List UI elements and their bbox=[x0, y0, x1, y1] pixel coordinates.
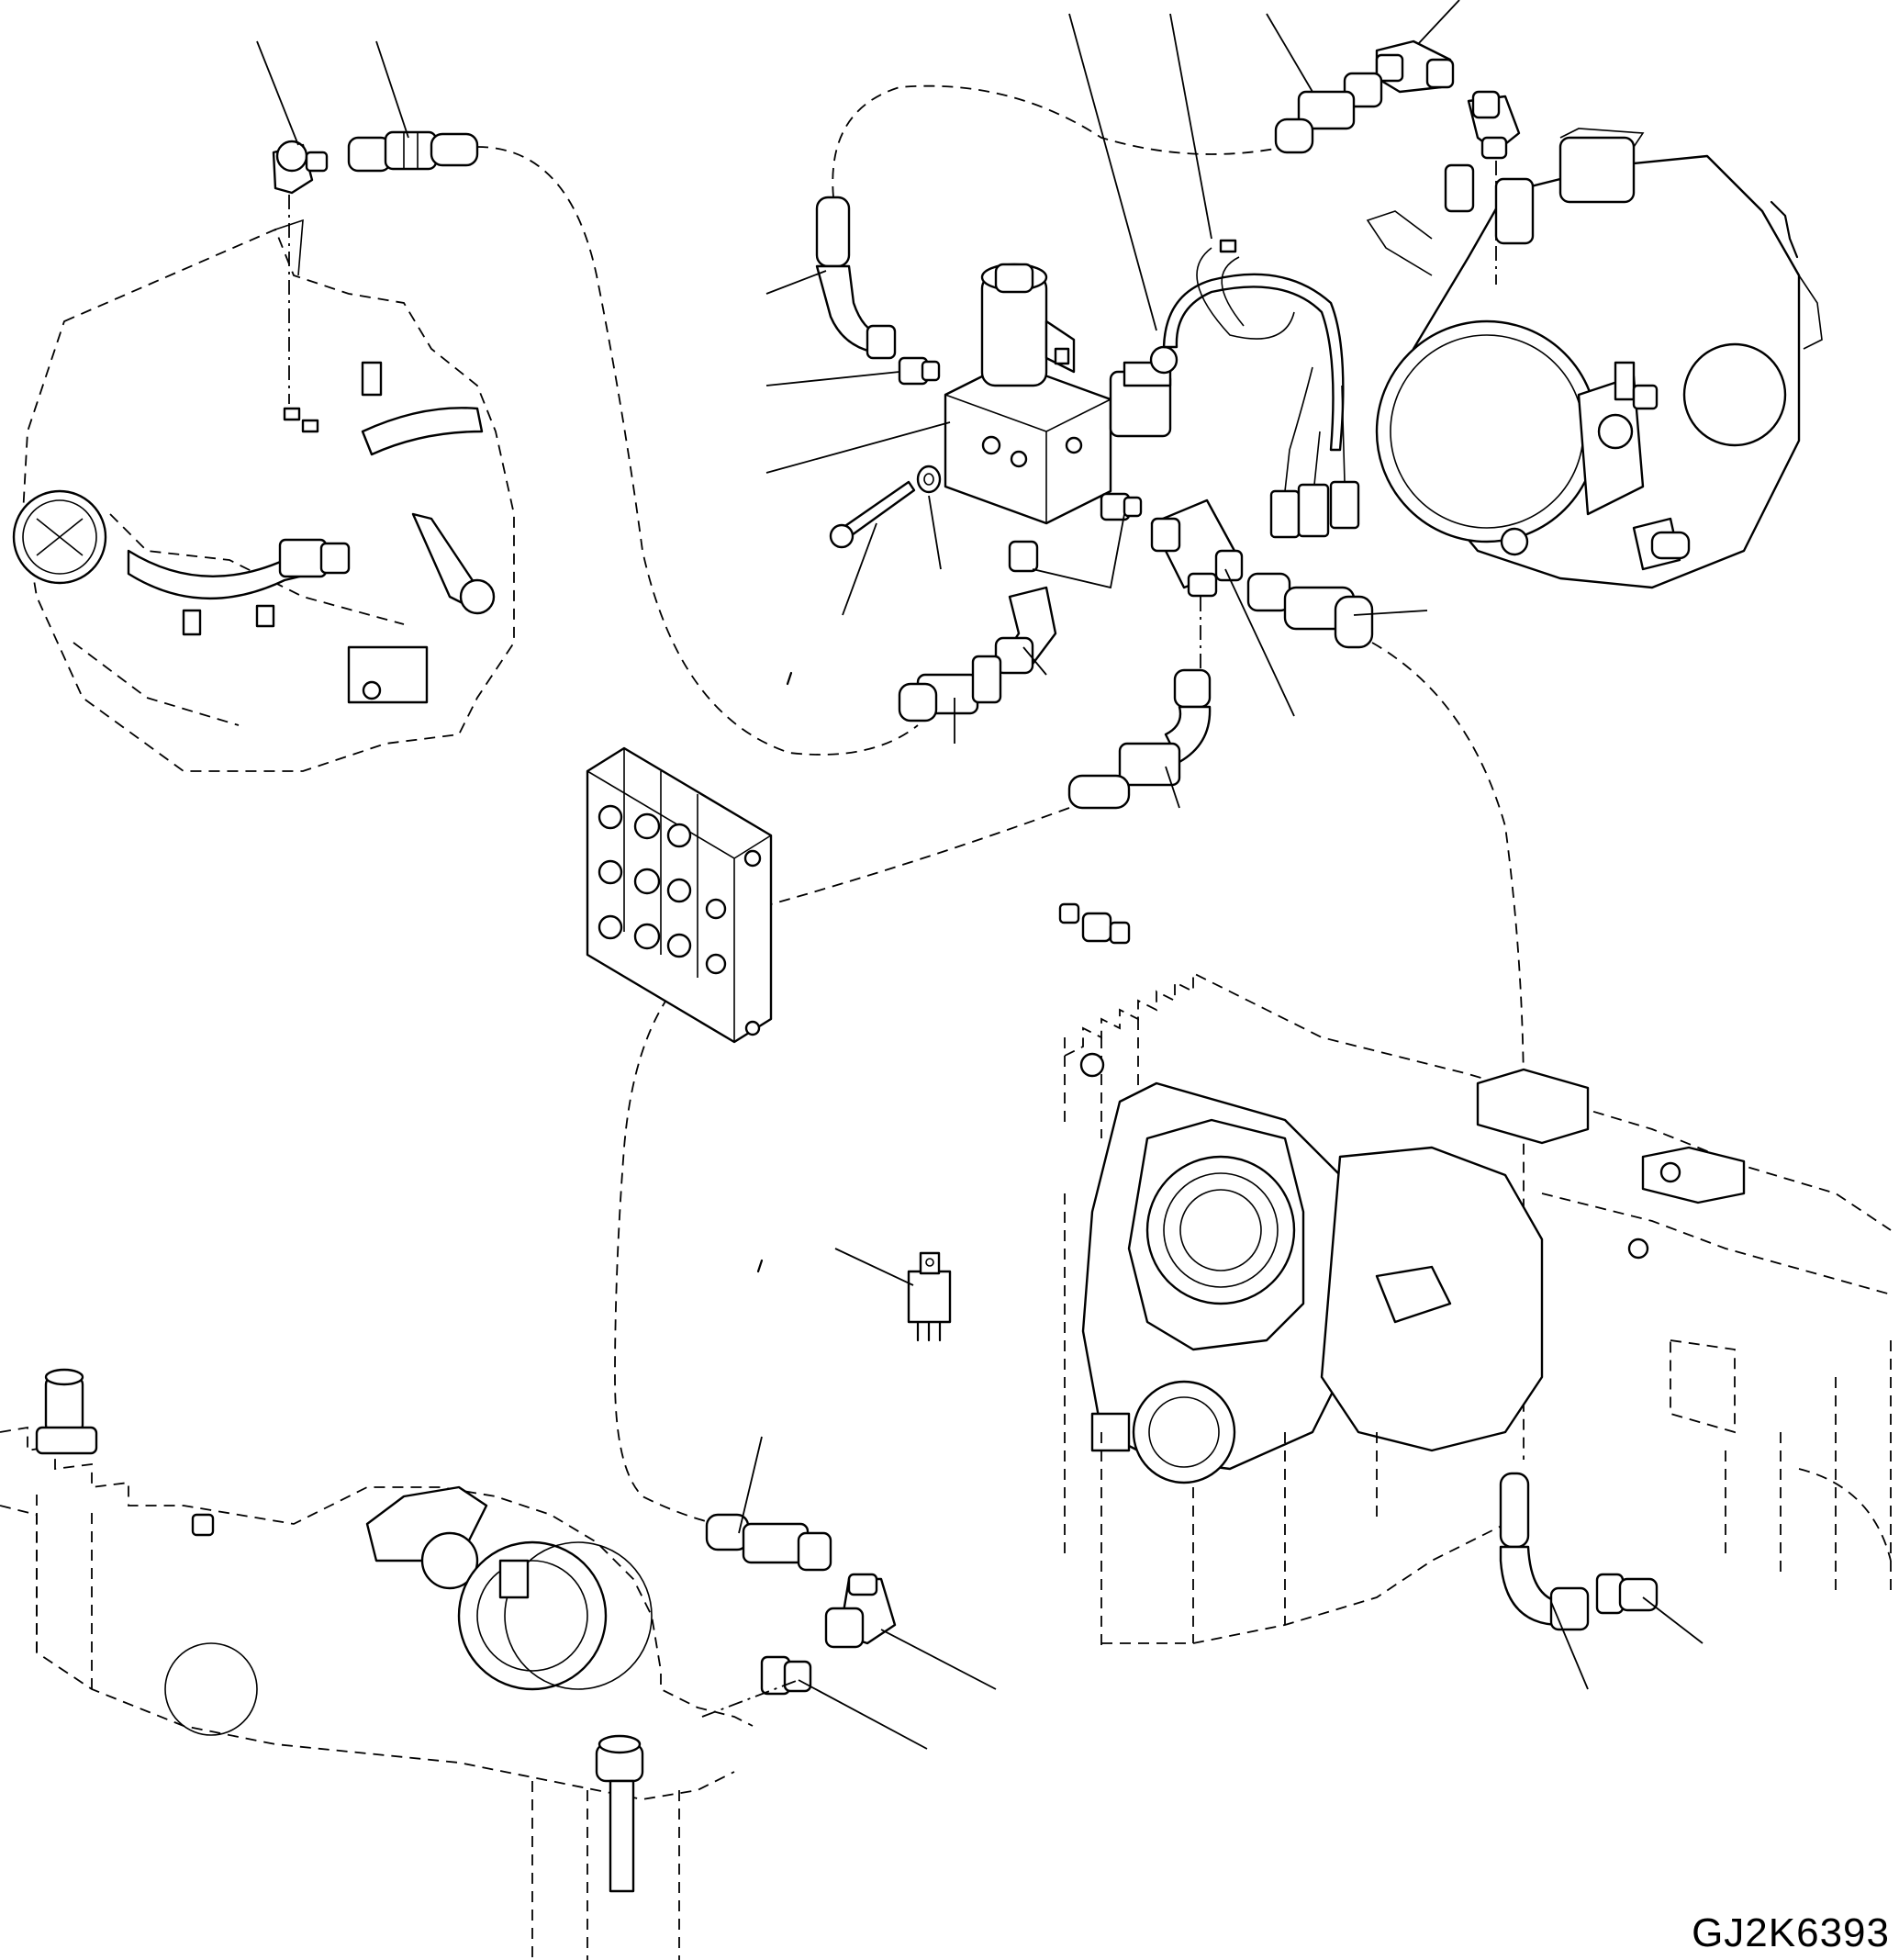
elbow-hose-bottom-right bbox=[1499, 1472, 1590, 1631]
elbow-fitting-center bbox=[994, 586, 1057, 675]
adapter-fitting-bottom-right bbox=[1595, 1573, 1659, 1615]
elbow-fitting-bottom bbox=[824, 1573, 897, 1649]
injection-pump bbox=[1366, 128, 1823, 589]
electrical-connector bbox=[1109, 239, 1360, 539]
transmission-right bbox=[1058, 902, 1892, 1652]
hose-route-down bbox=[614, 981, 717, 1525]
hose-end-bottom bbox=[705, 1513, 832, 1572]
hose-clamp-block bbox=[586, 746, 773, 1044]
tee-fitting-top-right bbox=[1375, 39, 1455, 94]
hose-end-center-left bbox=[898, 655, 1002, 722]
tee-fitting-center bbox=[1150, 498, 1244, 598]
breather-bottom-center bbox=[595, 1734, 644, 1893]
mark-b bbox=[756, 1259, 764, 1273]
engine-housing-left bbox=[12, 218, 515, 772]
elbow-fitting-top-right bbox=[1467, 90, 1521, 160]
mounting-bolt bbox=[829, 480, 916, 549]
elbow-fitting-top-left bbox=[272, 140, 329, 195]
leader-lines bbox=[256, 0, 1704, 1750]
hose-end-top-left bbox=[347, 130, 479, 173]
adapter-fitting-a bbox=[898, 356, 941, 386]
hose-route-left bbox=[476, 146, 919, 756]
adapter-fitting-c bbox=[1008, 540, 1039, 573]
hose-bend-center bbox=[1067, 668, 1212, 810]
drawing-code: GJ2K6393 bbox=[1692, 1910, 1890, 1955]
relay bbox=[907, 1251, 952, 1342]
adapter-fitting-bottom bbox=[760, 1655, 812, 1696]
center-line-bottom bbox=[701, 1679, 799, 1718]
washer bbox=[916, 465, 942, 494]
adapter-fitting-b bbox=[1100, 492, 1143, 521]
mark-a bbox=[786, 671, 793, 686]
filler-cap-bottom-left bbox=[35, 1368, 98, 1455]
hose-end-top-right bbox=[1274, 72, 1383, 154]
solenoid-valve-block bbox=[944, 361, 1112, 525]
hose-end-center-right bbox=[1246, 572, 1374, 649]
axle-bottom-left bbox=[0, 1426, 754, 1960]
solenoid-coil bbox=[980, 263, 1076, 387]
